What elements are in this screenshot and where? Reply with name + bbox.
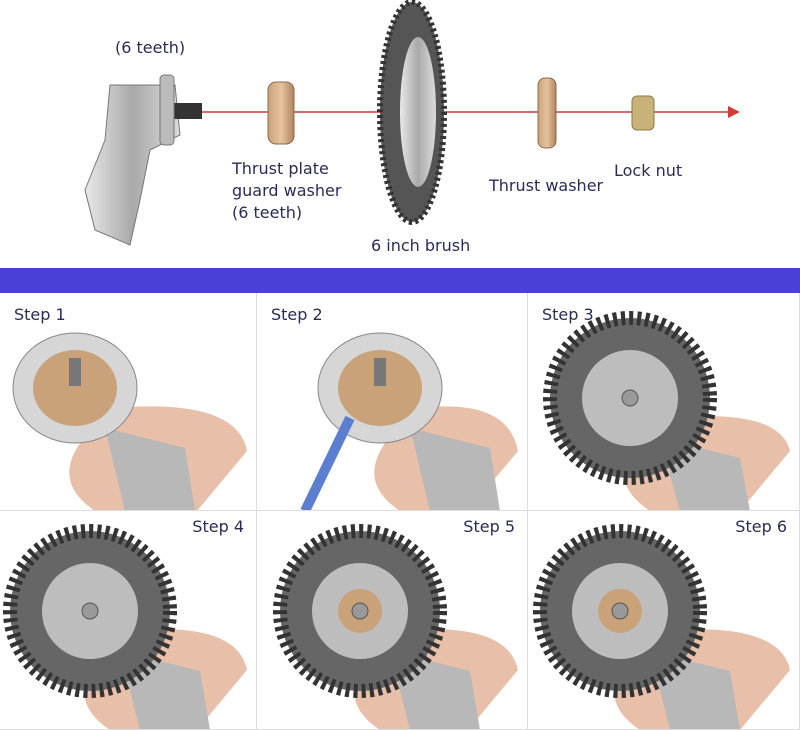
step-panel-6: Step 6 [528, 511, 800, 730]
arrow-head [728, 106, 740, 118]
exploded-parts-diagram: (6 teeth) Thrust plate guard washer (6 t… [0, 0, 800, 268]
step-5-label: Step 5 [463, 517, 515, 536]
brush-label: 6 inch brush [371, 236, 471, 255]
step-4-label: Step 4 [192, 517, 244, 536]
step-2-label: Step 2 [271, 305, 323, 324]
thrust-plate-guard-washer [267, 81, 295, 145]
thrust-washer-label: Thrust washer [489, 176, 604, 195]
gearbox-head [84, 74, 202, 246]
step-panel-1: Step 1 [0, 293, 257, 511]
step-2-illustration [300, 332, 518, 510]
thrust-plate-label-1: Thrust plate [232, 159, 329, 178]
tool-body [105, 428, 195, 510]
step-panel-2: Step 2 [257, 293, 528, 511]
step-3-illustration [543, 311, 790, 510]
lock-nut-label: Lock nut [614, 161, 683, 180]
thrust-plate-label-2: guard washer [232, 181, 342, 200]
step-5-illustration [273, 524, 518, 729]
step-6-label: Step 6 [735, 517, 787, 536]
thrust-washer [537, 77, 557, 149]
wire-brush [377, 0, 447, 225]
step-4-illustration [3, 524, 247, 729]
parts-illustration [84, 0, 740, 246]
step-panel-4: Step 4 [0, 511, 257, 730]
thrust-plate-label-3: (6 teeth) [232, 203, 303, 222]
gearbox-label: (6 teeth) [115, 38, 186, 57]
step-1-label: Step 1 [14, 305, 66, 324]
divider-band [0, 268, 800, 293]
lock-nut [631, 95, 655, 131]
tool-body [410, 428, 500, 510]
step-3-label: Step 3 [542, 305, 594, 324]
step-panel-3: Step 3 [528, 293, 800, 511]
step-panel-5: Step 5 [257, 511, 528, 730]
step-1-illustration [12, 332, 247, 510]
step-6-illustration [533, 524, 790, 729]
